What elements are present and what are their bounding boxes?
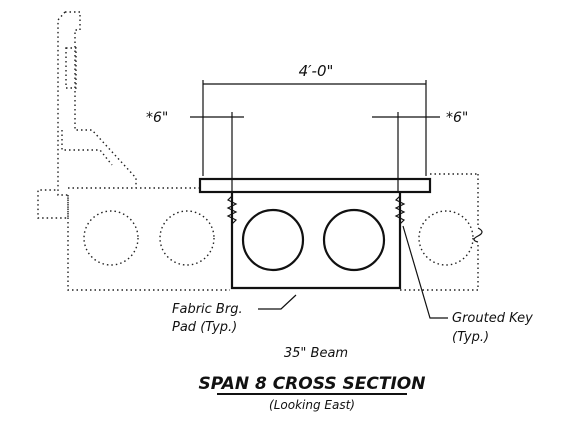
pad-label-line1: Fabric Brg. <box>172 302 243 317</box>
existing-deck <box>67 173 479 291</box>
leader-lines <box>258 225 448 319</box>
dim-right-label: *6" <box>446 110 468 126</box>
key-label-line2: (Typ.) <box>452 330 489 345</box>
grouted-key-symbols <box>226 195 406 225</box>
dimension-lines <box>190 80 440 192</box>
key-label-line1: Grouted Key <box>452 311 533 326</box>
dim-left-label: *6" <box>146 110 168 126</box>
pad-label-line2: Pad (Typ.) <box>172 320 237 335</box>
dim-top-label: 4′-0" <box>299 62 334 80</box>
section-title: SPAN 8 CROSS SECTION <box>199 374 426 394</box>
new-beam <box>198 177 432 290</box>
existing-barrier <box>37 11 137 219</box>
existing-voids <box>83 210 474 266</box>
beam-label: 35" Beam <box>284 346 348 361</box>
break-symbol <box>473 227 483 243</box>
section-subtitle: (Looking East) <box>269 398 355 412</box>
